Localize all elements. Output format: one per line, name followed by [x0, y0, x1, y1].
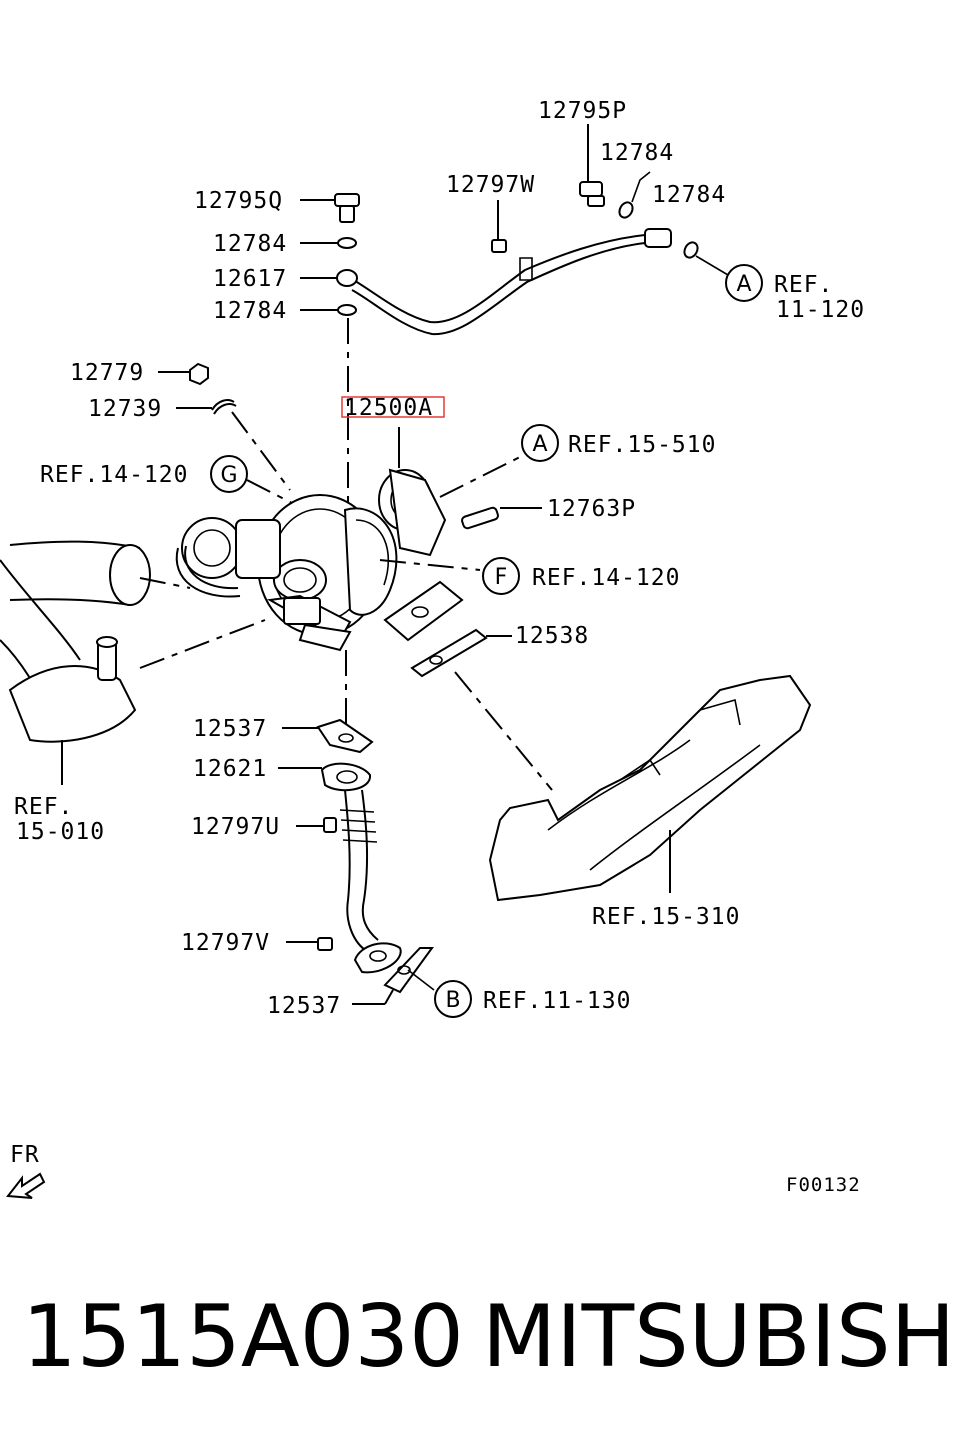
ref-B: REF.11-130	[483, 988, 631, 1014]
ref-A-top-line1: REF.	[774, 272, 833, 298]
ref-15-310: REF.15-310	[592, 904, 740, 930]
exhaust-manifold	[488, 674, 812, 902]
callout-12500A[interactable]: 12500A	[344, 395, 433, 421]
bolt-12795Q	[300, 193, 360, 223]
stud-12763P	[461, 506, 542, 530]
callout-12784-d: 12784	[213, 298, 287, 324]
callout-12537-a: 12537	[193, 716, 267, 742]
ref-F: REF.14-120	[532, 565, 680, 591]
callout-12779: 12779	[70, 360, 144, 386]
callout-12621: 12621	[193, 756, 267, 782]
callout-12795Q: 12795Q	[194, 188, 283, 214]
ref-circle-A-top: A	[725, 264, 763, 302]
callout-12784-b: 12784	[652, 182, 726, 208]
ref-15-010-line2: 15-010	[16, 819, 105, 845]
leader-refF	[379, 559, 481, 571]
washer-12784-d	[300, 304, 357, 316]
callout-12617: 12617	[213, 266, 287, 292]
callout-12537-b: 12537	[267, 993, 341, 1019]
oil-feed-pipe	[349, 228, 672, 336]
bolt-12797V	[286, 937, 333, 951]
callout-12797W: 12797W	[446, 172, 535, 198]
front-arrow-icon	[6, 1172, 46, 1199]
ref-G: REF.14-120	[40, 462, 188, 488]
gasket-12538	[410, 628, 512, 678]
washer-12784-a	[618, 171, 651, 219]
callout-12784-a: 12784	[600, 140, 674, 166]
circle-letter-A-top: A	[736, 272, 751, 297]
intake-pipe-elbow	[8, 636, 137, 785]
ref-15-010-line1: REF.	[14, 794, 73, 820]
oil-return-pipe	[339, 789, 402, 974]
leader-hose	[139, 577, 191, 589]
ref-A-top-line2: 11-120	[776, 297, 865, 323]
turbocharger	[175, 468, 464, 652]
bolt-12797U	[296, 817, 337, 833]
ref-circle-G: G	[210, 455, 248, 493]
leader-manifold	[454, 671, 553, 791]
brand-caption: MITSUBISHI	[482, 1287, 960, 1387]
leader-refB	[407, 969, 435, 991]
flange-12621	[278, 762, 371, 792]
washer-12784-c	[300, 237, 357, 249]
highlight-box-12500A	[341, 396, 445, 418]
circle-letter-B: B	[445, 988, 460, 1013]
bolt-12797W	[491, 200, 507, 253]
callout-12784-c: 12784	[213, 231, 287, 257]
callout-12797U: 12797U	[191, 814, 280, 840]
figure-code: F00132	[786, 1174, 861, 1196]
callout-12795P: 12795P	[538, 98, 627, 124]
circle-letter-A-mid: A	[532, 432, 547, 457]
callout-12763P: 12763P	[547, 496, 636, 522]
ring-12739	[176, 399, 237, 415]
callout-12500A-group[interactable]: 12500A	[341, 395, 445, 421]
eye-12617	[300, 269, 358, 287]
leader-refG	[246, 479, 293, 504]
direction-label: FR	[10, 1142, 40, 1168]
ref-circle-F: F	[482, 557, 520, 595]
callout-12739: 12739	[88, 396, 162, 422]
callout-12797V: 12797V	[181, 930, 270, 956]
part-number-caption: 1515A030	[22, 1287, 464, 1387]
ref-circle-A-mid: A	[521, 424, 559, 462]
ref-circle-B: B	[434, 980, 472, 1018]
circle-letter-G: G	[220, 463, 237, 488]
leader-12739	[231, 411, 291, 491]
gasket-12537-a	[282, 718, 374, 754]
banjo-bolt-12795P	[579, 124, 605, 207]
leader-refA-mid	[439, 455, 523, 498]
nut-12779	[158, 362, 209, 386]
callout-12538: 12538	[515, 623, 589, 649]
washer-12784-b	[683, 241, 729, 276]
circle-letter-F: F	[495, 565, 508, 590]
ref-A-mid: REF.15-510	[568, 432, 716, 458]
leader-elbow	[139, 619, 266, 669]
